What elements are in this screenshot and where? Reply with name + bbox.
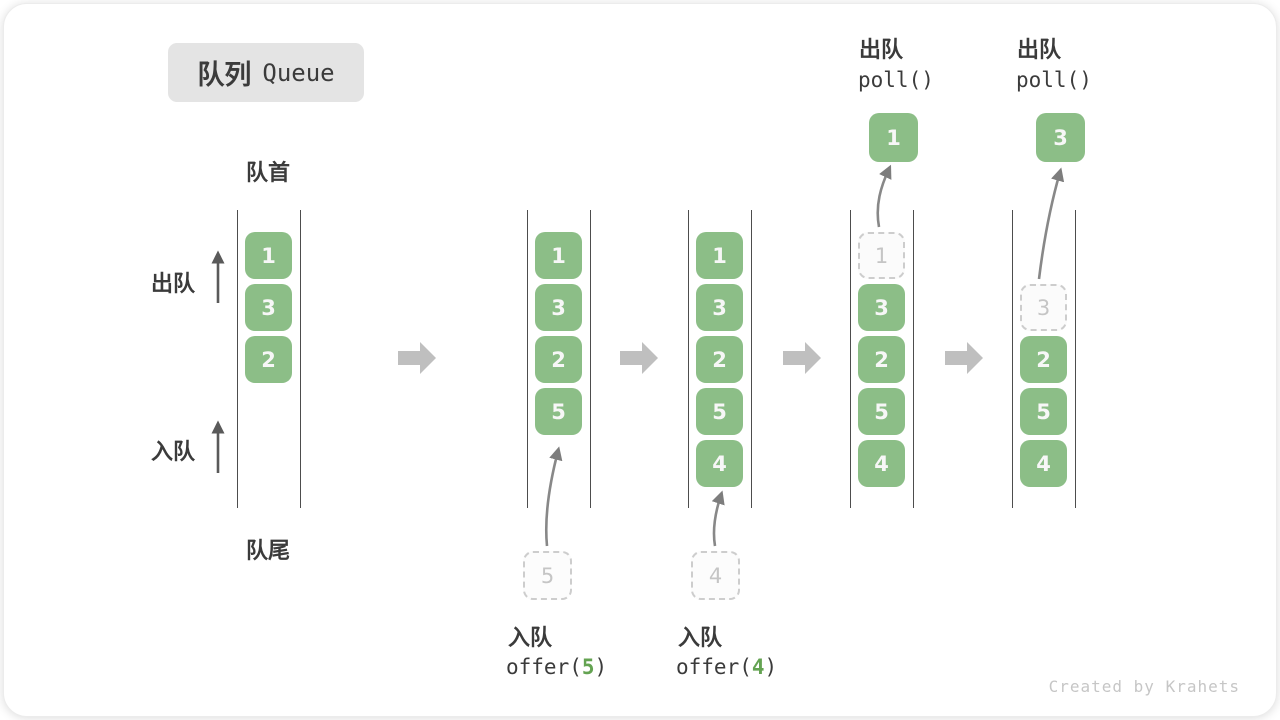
op-poll-2-code: poll() [1016,68,1092,92]
title-badge: 队列 Queue [168,43,364,102]
queue-box: 4 [696,440,743,487]
code-close: ) [594,655,608,679]
queue-state-3: 1 3 2 5 4 [688,210,752,508]
op-poll-1-label: 出队 [859,38,904,63]
op-enqueue-5-code: offer(5) [506,655,607,679]
queue-box: 3 [535,284,582,331]
op-poll-1-code: poll() [858,68,934,92]
queue-state-1: 1 3 2 [237,210,301,508]
queue-box: 5 [1020,388,1067,435]
queue-box: 3 [245,284,292,331]
queue-box: 5 [535,388,582,435]
code-fn: offer( [506,655,582,679]
label-enqueue-side: 入队 [151,440,196,465]
queue-box: 5 [696,388,743,435]
queue-box: 2 [858,336,905,383]
label-queue-rear: 队尾 [245,539,290,564]
queue-box: 2 [245,336,292,383]
queue-box: 1 [696,232,743,279]
queue-box: 2 [696,336,743,383]
watermark: Created by Krahets [1048,677,1240,696]
polled-box-3: 3 [1036,113,1085,162]
queue-box-removed: 1 [858,232,905,279]
code-arg: 4 [751,655,765,679]
title-en: Queue [262,58,335,87]
card-background [3,3,1277,717]
label-dequeue-side: 出队 [151,272,196,297]
queue-state-2: 1 3 2 5 [527,210,591,508]
queue-box: 2 [1020,336,1067,383]
op-enqueue-5-label: 入队 [508,626,553,651]
queue-box-removed: 3 [1020,284,1067,331]
title-zh: 队列 [197,60,252,91]
queue-box: 1 [535,232,582,279]
queue-box: 4 [1020,440,1067,487]
code-arg: 5 [581,655,595,679]
op-poll-2-label: 出队 [1017,38,1062,63]
incoming-box-5: 5 [523,551,572,600]
label-queue-front: 队首 [245,161,290,186]
code-fn: offer( [676,655,752,679]
queue-box: 5 [858,388,905,435]
queue-box: 2 [535,336,582,383]
op-enqueue-4-label: 入队 [678,626,723,651]
code-close: ) [764,655,778,679]
queue-box: 3 [858,284,905,331]
queue-box: 4 [858,440,905,487]
polled-box-1: 1 [869,113,918,162]
queue-box: 3 [696,284,743,331]
queue-state-4: 1 3 2 5 4 [850,210,914,508]
op-enqueue-4-code: offer(4) [676,655,777,679]
queue-box: 1 [245,232,292,279]
queue-state-5: 3 2 5 4 [1012,210,1076,508]
incoming-box-4: 4 [691,551,740,600]
